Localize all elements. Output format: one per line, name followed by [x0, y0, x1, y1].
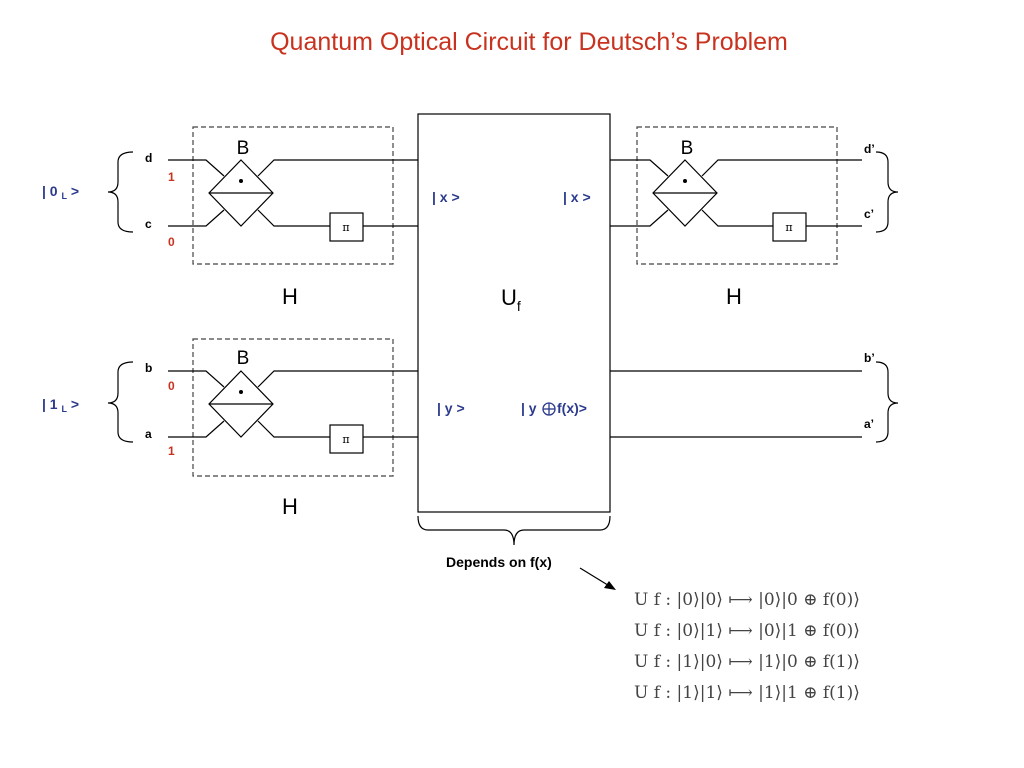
wire-c-in [168, 209, 225, 227]
bottom-left-hadamard-label: H [282, 494, 298, 519]
top-left-beamsplitter-label: B [237, 138, 250, 159]
wire-right-lower-in [610, 209, 669, 227]
bit-d-value: 1 [168, 170, 175, 184]
right-hadamard-group: B H π d’ c’ b’ a’ [610, 126, 899, 443]
port-a-label: a [145, 427, 152, 441]
wire-right-upper-out [701, 159, 862, 177]
wire-bottom-lower-out [257, 420, 330, 438]
top-right-phase-shifter-label: π [785, 221, 792, 234]
oracle-group: | x > | x > Uf | y > | y f(x)> Depends o… [417, 113, 616, 590]
bottom-left-beamsplitter-dot [239, 390, 243, 394]
port-c-label: c [145, 217, 152, 231]
top-right-phase-shifter [772, 212, 807, 242]
top-input-group: | 0 L > d c 1 0 B H π [42, 126, 418, 309]
bottom-input-state: | 1 L > [42, 396, 79, 414]
depends-arrow-head [604, 581, 616, 590]
wire-right-upper-in [610, 159, 669, 177]
top-right-beamsplitter-dot [683, 179, 687, 183]
top-right-hadamard-box [636, 126, 838, 265]
top-left-phase-shifter-label: π [342, 221, 349, 234]
top-input-brace [107, 151, 134, 233]
top-left-hadamard-label: H [282, 284, 298, 309]
bottom-input-brace [107, 361, 134, 443]
wire-a-in [168, 420, 225, 438]
oracle-label: Uf [501, 285, 521, 314]
wire-right-lower-out [701, 209, 773, 227]
wire-d-in [168, 159, 225, 177]
equation-line: U f : |1⟩|0⟩ ⟼ |1⟩|0 ⊕ f(1)⟩ [634, 652, 860, 672]
bottom-output-brace [875, 361, 899, 443]
port-b-label: b [145, 361, 152, 375]
top-left-phase-shifter [329, 212, 364, 242]
top-left-beamsplitter-dot [239, 179, 243, 183]
depends-arrow [579, 567, 612, 588]
oracle-out-x: | x > [563, 189, 591, 205]
wire-top-lower-out [257, 209, 330, 227]
slide-title: Quantum Optical Circuit for Deutsch’s Pr… [270, 28, 788, 56]
depends-label: Depends on f(x) [446, 554, 552, 570]
output-d-label: d’ [864, 142, 875, 156]
oracle-in-y: | y > [437, 400, 465, 416]
top-input-state: | 0 L > [42, 183, 79, 201]
bit-a-value: 1 [168, 444, 175, 458]
equation-list: U f : |0⟩|0⟩ ⟼ |0⟩|0 ⊕ f(0)⟩ U f : |0⟩|1… [634, 590, 860, 703]
oracle-out-y-suffix: f(x)> [557, 400, 587, 416]
wire-top-upper-out [257, 159, 418, 177]
equation-line: U f : |1⟩|1⟩ ⟼ |1⟩|1 ⊕ f(1)⟩ [634, 683, 860, 703]
output-b-label: b’ [864, 351, 875, 365]
oracle-in-x: | x > [432, 189, 460, 205]
oracle-depends-brace [417, 515, 611, 546]
bottom-left-phase-shifter-label: π [342, 433, 349, 446]
bottom-left-beamsplitter-label: B [237, 348, 250, 369]
top-left-hadamard-box [192, 126, 394, 265]
top-right-beamsplitter-label: B [681, 138, 694, 159]
wire-b-in [168, 370, 225, 388]
output-a-label: a’ [864, 417, 874, 431]
top-right-hadamard-label: H [726, 284, 742, 309]
bit-b-value: 0 [168, 379, 175, 393]
wire-bottom-upper-out [257, 370, 418, 388]
bottom-left-hadamard-box [192, 338, 394, 477]
output-c-label: c’ [864, 207, 874, 221]
bottom-input-group: | 1 L > b a 0 1 B H π [42, 338, 418, 519]
equation-line: U f : |0⟩|0⟩ ⟼ |0⟩|0 ⊕ f(0)⟩ [634, 590, 860, 610]
oracle-box [417, 113, 611, 513]
top-output-brace [875, 151, 899, 233]
equation-line: U f : |0⟩|1⟩ ⟼ |0⟩|1 ⊕ f(0)⟩ [634, 621, 860, 641]
oracle-out-y-prefix: | y [521, 400, 537, 416]
port-d-label: d [145, 151, 152, 165]
bit-c-value: 0 [168, 235, 175, 249]
bottom-left-phase-shifter [329, 424, 364, 454]
